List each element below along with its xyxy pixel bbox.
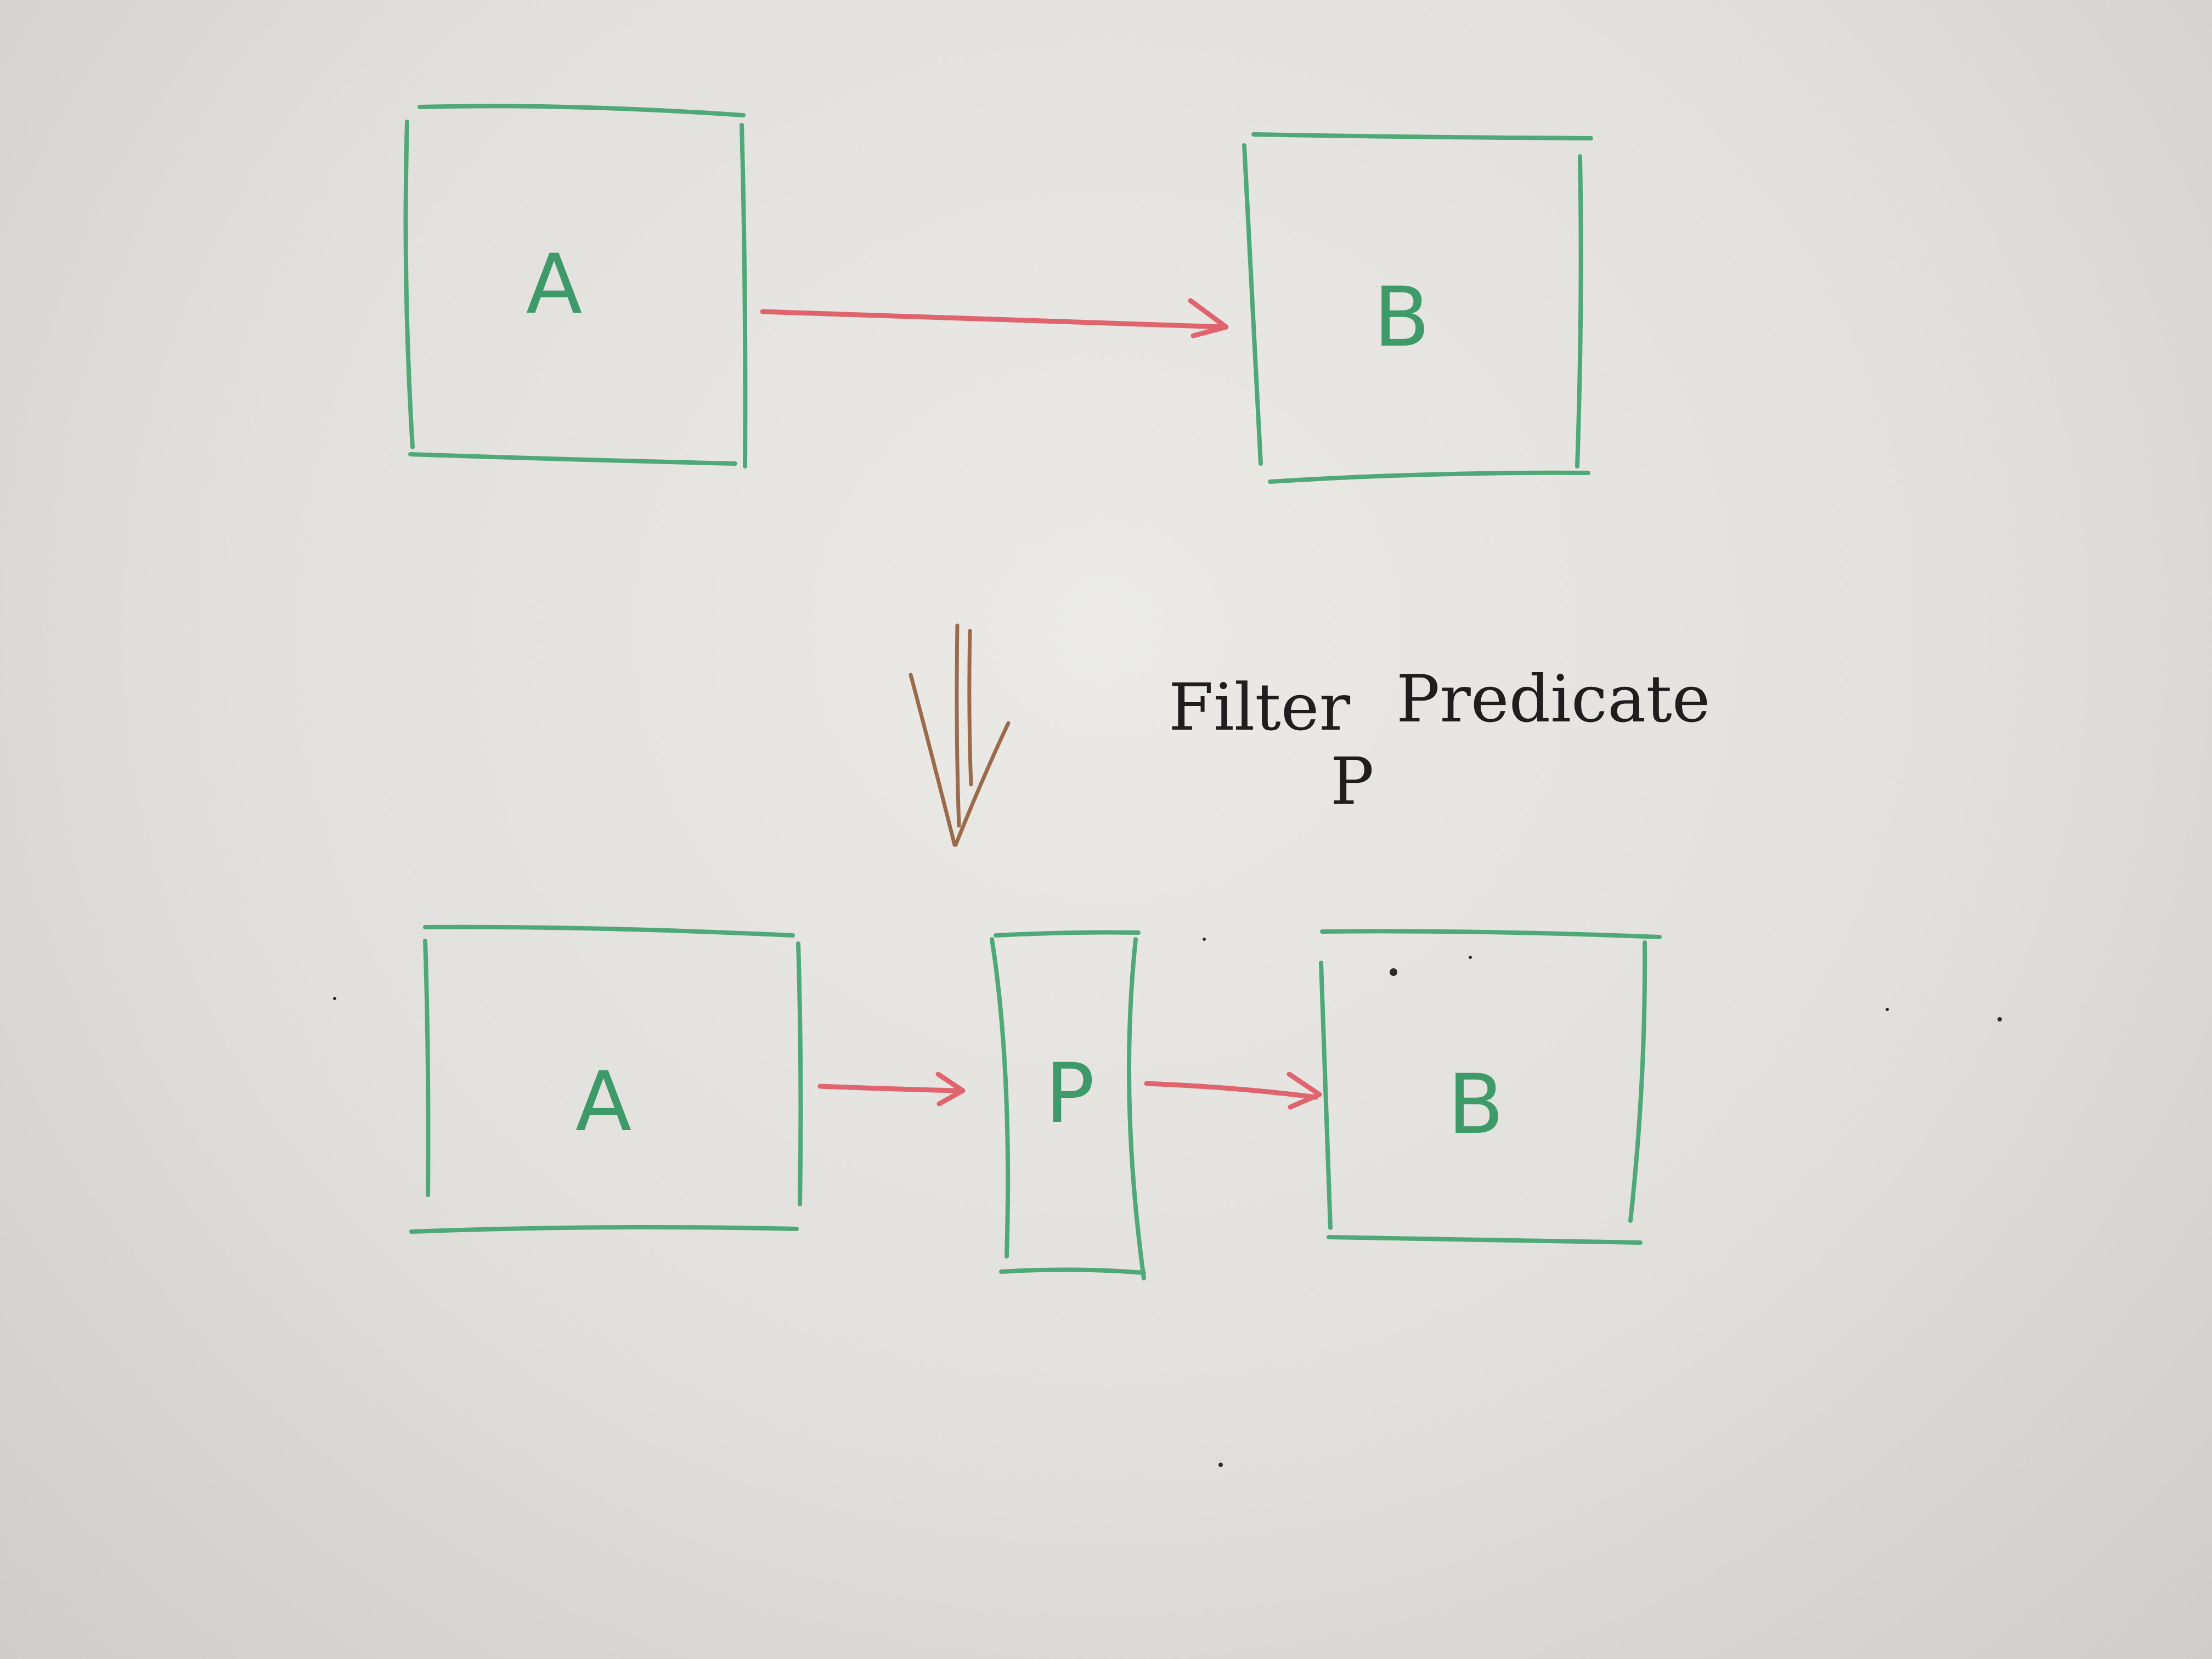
bottom-box-b-label: B: [1448, 1057, 1504, 1153]
bottom-box-p-label: P: [1045, 1046, 1094, 1142]
arrow-a-to-p: [817, 1071, 966, 1107]
top-box-b-label: B: [1374, 270, 1430, 365]
transform-arrow: [909, 623, 1011, 847]
bottom-box-a-label: A: [575, 1054, 632, 1150]
arrow-p-to-b: [1144, 1071, 1322, 1110]
bottom-box-p: [990, 930, 1146, 1280]
bottom-box-a: [409, 924, 803, 1234]
predicate-label: Predicate: [1396, 661, 1711, 737]
predicate-subscript: P: [1330, 743, 1374, 819]
top-arrow-a-to-b: [760, 298, 1229, 338]
bottom-box-b: [1319, 929, 1662, 1245]
paper-specks: [333, 938, 2002, 1467]
filter-label: Filter: [1169, 669, 1351, 745]
top-box-a-label: A: [526, 237, 583, 332]
top-box-a: [403, 104, 748, 469]
top-box-b: [1242, 132, 1593, 484]
